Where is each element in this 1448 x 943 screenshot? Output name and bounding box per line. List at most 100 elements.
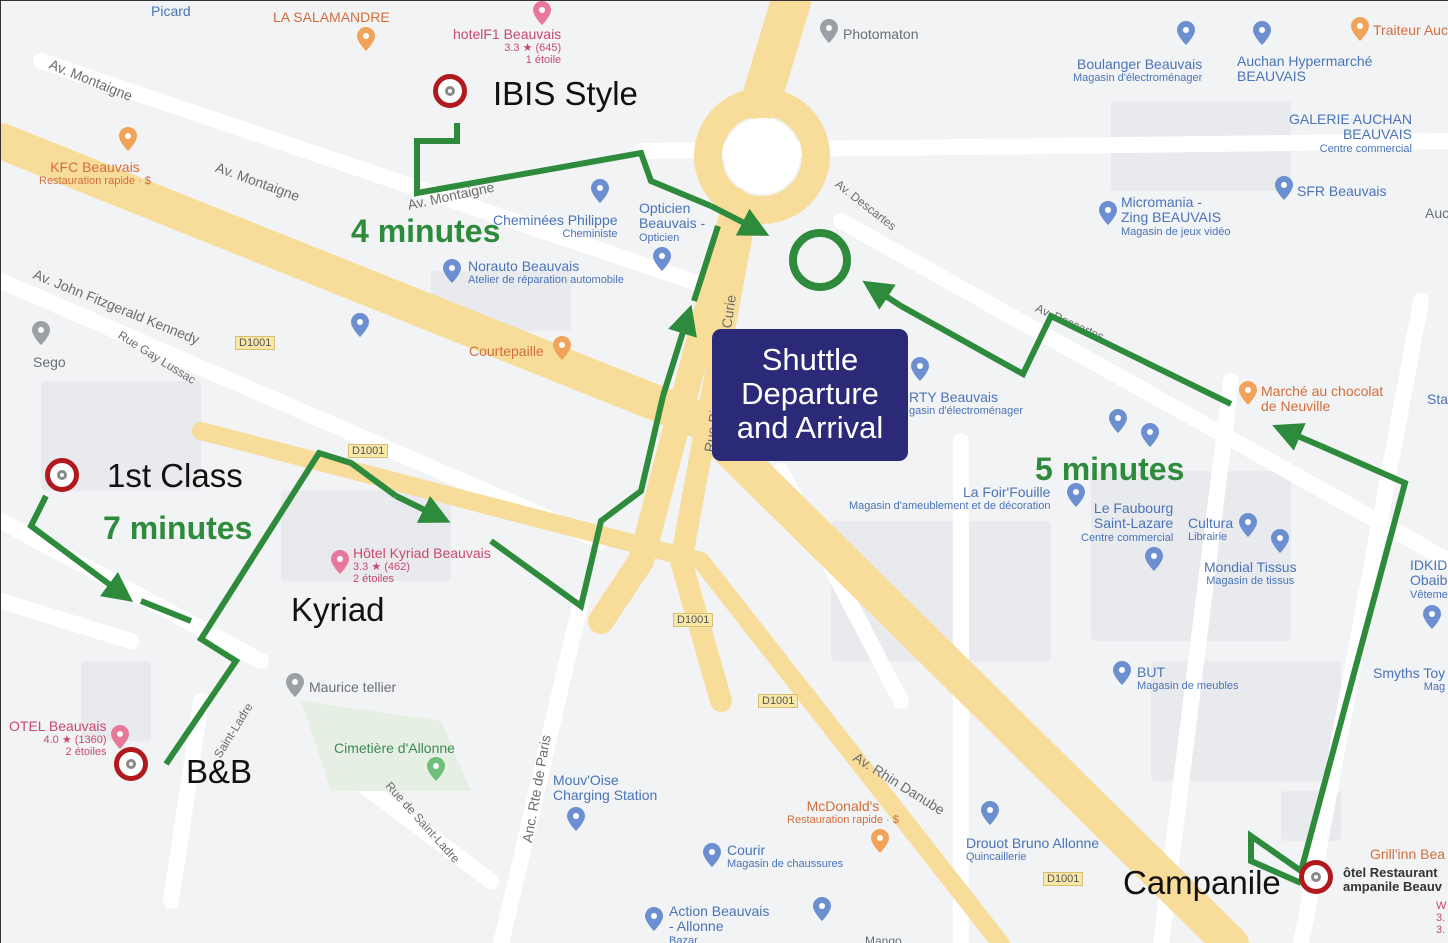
shopping-pin-icon[interactable] bbox=[1177, 21, 1195, 45]
poi-but[interactable]: BUT Magasin de meubles bbox=[1137, 664, 1239, 693]
shopping-pin-icon[interactable] bbox=[703, 843, 721, 867]
shopping-pin-icon[interactable] bbox=[911, 357, 929, 381]
shopping-pin-icon[interactable] bbox=[1145, 547, 1163, 571]
duration-campanile: 5 minutes bbox=[1035, 451, 1185, 487]
shopping-pin-icon[interactable] bbox=[1253, 21, 1271, 45]
restaurant-pin-icon[interactable] bbox=[871, 829, 889, 853]
poi-micromania[interactable]: Micromania -Zing BEAUVAIS Magasin de jeu… bbox=[1121, 194, 1231, 238]
shuttle-label-line-3: and Arrival bbox=[736, 410, 884, 445]
poi-action[interactable]: Action Beauvais- Allonne Bazar bbox=[669, 903, 770, 943]
place-pin-icon[interactable] bbox=[286, 673, 304, 697]
route-bb-kyriad bbox=[163, 449, 398, 766]
place-pin-icon[interactable] bbox=[820, 19, 838, 43]
shopping-pin-icon[interactable] bbox=[1099, 201, 1117, 225]
charging-station-pin-icon[interactable] bbox=[567, 807, 585, 831]
shopping-pin-icon[interactable] bbox=[1239, 513, 1257, 537]
poi-foirfouille[interactable]: La Foir'Fouille Magasin d'ameublement et… bbox=[849, 484, 1051, 513]
road-badge-d1001: D1001 bbox=[1043, 872, 1084, 886]
hotel-label-bb: B&B bbox=[186, 753, 253, 790]
marker-bb[interactable] bbox=[114, 747, 148, 781]
poi-mango[interactable]: Mango bbox=[865, 934, 902, 943]
shopping-pin-icon[interactable] bbox=[645, 907, 663, 931]
poi-hotel-kyriad[interactable]: Hôtel Kyriad Beauvais 3.3 ★ (462) 2 étoi… bbox=[353, 545, 491, 586]
cemetery-pin-icon[interactable] bbox=[427, 757, 445, 781]
shopping-pin-icon[interactable] bbox=[443, 259, 461, 283]
road-badge-d1001: D1001 bbox=[348, 444, 389, 458]
place-pin-icon[interactable] bbox=[32, 321, 50, 345]
hotel-label-first-class: 1st Class bbox=[107, 457, 243, 494]
poi-hotelf1[interactable]: hotelF1 Beauvais 3.3 ★ (645) 1 étoile bbox=[453, 26, 562, 67]
hotel-pin-icon[interactable] bbox=[533, 1, 551, 25]
route-first-class-2 bbox=[139, 598, 193, 624]
shopping-pin-icon[interactable] bbox=[1067, 483, 1085, 507]
poi-traiteur[interactable]: Traiteur Auc bbox=[1373, 22, 1448, 38]
shuttle-label-line-2: Departure bbox=[741, 376, 879, 411]
shopping-pin-icon[interactable] bbox=[813, 897, 831, 921]
route-kyriad-arrow bbox=[394, 493, 451, 523]
poi-mondial-tissus[interactable]: Mondial Tissus Magasin de tissus bbox=[1204, 559, 1297, 588]
poi-photomaton[interactable]: Photomaton bbox=[843, 26, 919, 42]
shopping-pin-icon[interactable] bbox=[1113, 661, 1131, 685]
restaurant-pin-icon[interactable] bbox=[119, 127, 137, 151]
shopping-pin-icon[interactable] bbox=[1423, 605, 1441, 629]
poi-cheminees[interactable]: Cheminées Philippe Cheministe bbox=[493, 212, 618, 241]
poi-cultura[interactable]: Cultura Librairie bbox=[1188, 515, 1234, 544]
poi-la-salamandre[interactable]: LA SALAMANDRE bbox=[273, 9, 390, 25]
poi-sego[interactable]: Sego bbox=[33, 354, 66, 370]
poi-auc[interactable]: Auc bbox=[1425, 205, 1448, 221]
poi-kfc[interactable]: KFC Beauvais Restauration rapide · $ bbox=[39, 159, 151, 188]
restaurant-pin-icon[interactable] bbox=[1239, 381, 1257, 405]
poi-boulanger[interactable]: Boulanger Beauvais Magasin d'électroména… bbox=[1073, 56, 1203, 85]
shopping-pin-icon[interactable] bbox=[1271, 529, 1289, 553]
poi-drouot[interactable]: Drouot Bruno Allonne Quincaillerie bbox=[966, 835, 1100, 864]
poi-cimetiere[interactable]: Cimetière d'Allonne bbox=[334, 740, 455, 756]
shopping-pin-icon[interactable] bbox=[1275, 176, 1293, 200]
shopping-pin-icon[interactable] bbox=[591, 179, 609, 203]
poi-bb-hotel[interactable]: OTEL Beauvais 4.0 ★ (1360) 2 étoiles bbox=[9, 718, 107, 759]
restaurant-pin-icon[interactable] bbox=[1351, 17, 1369, 41]
route-campanile bbox=[1248, 443, 1409, 886]
poi-courtepaille[interactable]: Courtepaille bbox=[469, 343, 544, 359]
poi-idkids[interactable]: IDKIDSObaib Vêteme bbox=[1410, 557, 1448, 601]
hotel-pin-icon[interactable] bbox=[331, 550, 349, 574]
shopping-pin-icon[interactable] bbox=[1141, 423, 1159, 447]
route-kyriad-arrow-2 bbox=[660, 304, 697, 397]
poi-courir[interactable]: Courir Magasin de chaussures bbox=[727, 842, 844, 871]
poi-sfr[interactable]: SFR Beauvais bbox=[1297, 183, 1387, 199]
road-badge-d1001: D1001 bbox=[758, 694, 799, 708]
route-first-class bbox=[27, 494, 134, 602]
shuttle-departure-arrival-box: Shuttle Departure and Arrival bbox=[712, 329, 908, 461]
marker-ibis[interactable] bbox=[433, 74, 467, 108]
poi-maurice-tellier[interactable]: Maurice tellier bbox=[309, 679, 397, 695]
shopping-pin-icon[interactable] bbox=[653, 247, 671, 271]
marker-campanile[interactable] bbox=[1299, 860, 1333, 894]
marker-first-class[interactable] bbox=[45, 458, 79, 492]
poi-smyths[interactable]: Smyths Toy Mag bbox=[1373, 665, 1446, 694]
hotel-pin-icon[interactable] bbox=[111, 725, 129, 749]
shopping-pin-icon[interactable] bbox=[351, 313, 369, 337]
shopping-pin-icon[interactable] bbox=[981, 801, 999, 825]
poi-darty[interactable]: RTY Beauvais gasin d'électroménager bbox=[909, 389, 1024, 418]
main-roads bbox=[1, 1, 1249, 943]
shopping-pin-icon[interactable] bbox=[1109, 409, 1127, 433]
poi-norauto[interactable]: Norauto Beauvais Atelier de réparation a… bbox=[468, 258, 624, 287]
hotel-label-campanile: Campanile bbox=[1123, 864, 1281, 901]
shuttle-label-line-1: Shuttle bbox=[761, 342, 859, 377]
restaurant-pin-icon[interactable] bbox=[357, 27, 375, 51]
poi-picard[interactable]: Picard bbox=[151, 3, 191, 19]
restaurant-pin-icon[interactable] bbox=[553, 336, 571, 360]
poi-mcdonalds[interactable]: McDonald's Restauration rapide · $ bbox=[787, 798, 899, 827]
poi-sta[interactable]: Sta bbox=[1427, 391, 1448, 407]
route-kyriad-3 bbox=[691, 225, 721, 302]
poi-grillin[interactable]: Grill'inn Bea bbox=[1370, 846, 1446, 862]
